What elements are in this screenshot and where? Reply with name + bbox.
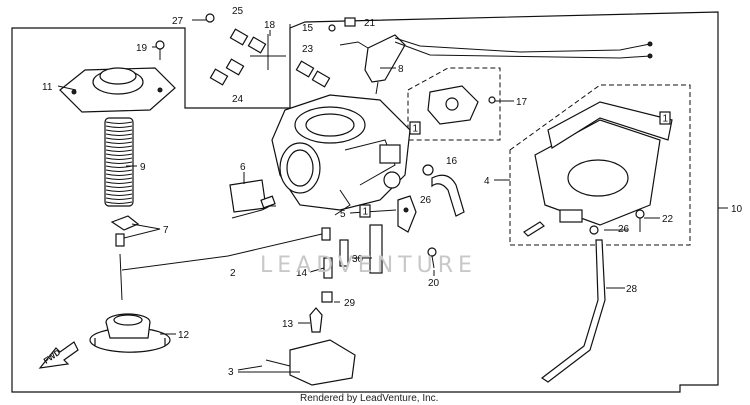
callout-28: 28 <box>626 284 638 295</box>
spring-coil <box>105 129 133 132</box>
callout-17: 17 <box>516 97 528 108</box>
float-bowl-box <box>509 84 691 246</box>
hose-group-box <box>184 22 291 109</box>
callout-29: 29 <box>344 298 356 309</box>
callout-14: 14 <box>296 268 308 279</box>
spring-coil <box>105 201 133 204</box>
link-arm-part <box>397 195 417 233</box>
boxed-label-bowl: 1 <box>663 114 669 125</box>
callout-11: 11 <box>42 82 53 93</box>
drain-tube-part <box>540 239 606 383</box>
float-needle-part <box>523 221 545 237</box>
spring-coil <box>105 193 133 196</box>
callout-24: 24 <box>232 94 244 105</box>
callout-23: 23 <box>302 44 314 55</box>
piston-diaphragm-part <box>89 313 171 353</box>
callout-15: 15 <box>302 23 314 34</box>
hose-fittings <box>205 13 331 88</box>
spring-coil <box>105 169 133 172</box>
drain-clip-part <box>589 225 599 235</box>
forward-direction-arrow: FWD <box>38 341 79 369</box>
float-bowl-part <box>534 101 673 226</box>
spring-coil <box>105 157 133 160</box>
spring-part <box>104 117 134 207</box>
callout-22: 22 <box>662 214 674 225</box>
credit-text: Rendered by LeadVenture, Inc. <box>300 393 438 404</box>
callout-25: 25 <box>232 6 244 17</box>
callout-10: 10 <box>731 204 743 215</box>
spring-coil <box>105 125 133 128</box>
spring-coil <box>105 181 133 184</box>
callout-19: 19 <box>136 43 148 54</box>
callout-2: 2 <box>230 268 236 279</box>
callout-21: 21 <box>364 18 376 29</box>
spring-coil <box>105 149 133 152</box>
spring-coil <box>105 133 133 136</box>
callout-3: 3 <box>228 367 234 378</box>
boxed-labels: 1 1 1 <box>359 111 671 218</box>
jet-parts <box>321 224 383 303</box>
bowl-screw-part <box>635 209 645 232</box>
carburetor-body <box>271 94 411 216</box>
callout-18: 18 <box>264 20 276 31</box>
spring-coil <box>105 161 133 164</box>
spring-coil <box>105 189 133 192</box>
hose-clip-part <box>422 164 434 176</box>
callout-5: 5 <box>340 209 346 220</box>
callout-26a: 26 <box>420 195 432 206</box>
spring-coil <box>105 185 133 188</box>
bottom-bracket-part <box>265 307 356 386</box>
watermark-text: LEADVENTURE <box>260 253 477 278</box>
choke-plunger-part <box>364 34 653 95</box>
spring-coil <box>105 153 133 156</box>
callout-6: 6 <box>240 162 246 173</box>
adjust-screw-part <box>229 179 276 219</box>
callout-30: 30 <box>352 254 364 265</box>
jet-needle <box>119 253 123 301</box>
callout-12: 12 <box>178 330 190 341</box>
vent-hose-part <box>431 174 465 217</box>
callout-8: 8 <box>398 64 404 75</box>
callout-26b: 26 <box>618 224 630 235</box>
needle-holder-part <box>110 215 140 247</box>
accelerator-pump-part <box>427 85 496 125</box>
spring-coil <box>105 177 133 180</box>
leader-lines <box>57 19 728 373</box>
top-cap-part <box>59 67 176 113</box>
spring-coil <box>105 197 133 200</box>
spring-coil <box>105 141 133 144</box>
spring-coil <box>105 137 133 140</box>
callout-4: 4 <box>484 176 490 187</box>
boxed-label-body: 1 <box>363 207 369 218</box>
callout-13: 13 <box>282 319 294 330</box>
drain-screw-part <box>427 247 437 269</box>
boxed-label-pump: 1 <box>413 124 419 135</box>
callout-7: 7 <box>163 225 169 236</box>
spring-coil <box>105 173 133 176</box>
callout-16: 16 <box>446 156 458 167</box>
callout-9: 9 <box>140 162 146 173</box>
callout-20: 20 <box>428 278 440 289</box>
callout-numbers: 1 2 3 4 5 6 7 8 9 10 11 12 13 14 15 16 1… <box>42 6 743 378</box>
screw-part <box>155 40 165 60</box>
spring-coil <box>105 121 133 124</box>
small-fittings <box>328 17 369 49</box>
spring-coil <box>105 145 133 148</box>
callout-27: 27 <box>172 16 184 27</box>
